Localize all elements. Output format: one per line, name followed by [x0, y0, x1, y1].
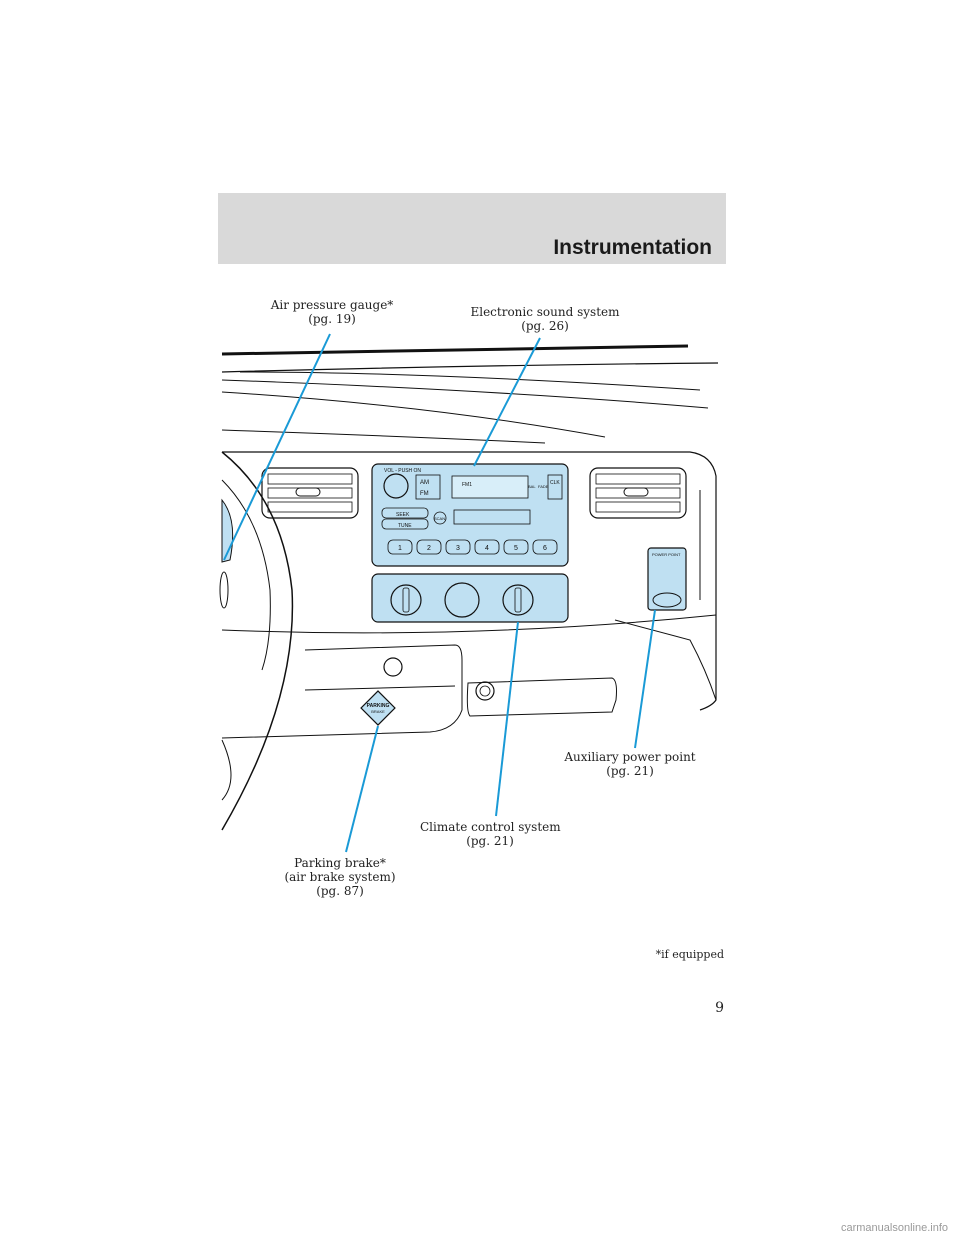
radio-tune: TUNE — [398, 523, 412, 529]
temperature-knob — [444, 582, 480, 618]
volume-knob — [383, 473, 409, 499]
leader-parking-brake — [345, 725, 379, 853]
callout-parking-brake-name: Parking brake* — [294, 856, 386, 870]
preset-button — [503, 539, 529, 555]
radio-am: AM — [420, 480, 429, 486]
section-title: Instrumentation — [553, 236, 712, 259]
callout-air-pressure-page: (pg. 19) — [308, 312, 356, 326]
radio-presets: 1 2 3 4 5 6 — [387, 539, 558, 555]
callout-climate-page: (pg. 21) — [466, 834, 514, 848]
preset-label: 1 — [398, 545, 402, 552]
callout-sound-system: Electronic sound system (pg. 26) — [460, 305, 630, 333]
power-point-housing: POWER POINT — [647, 547, 687, 611]
watermark: carmanualsonline.info — [840, 1222, 948, 1234]
radio-bal: BAL — [528, 484, 536, 489]
preset-label: 3 — [456, 545, 460, 552]
callout-sound-system-page: (pg. 26) — [521, 319, 569, 333]
callout-air-pressure-name: Air pressure gauge* — [270, 298, 394, 312]
callout-sound-system-name: Electronic sound system — [470, 305, 620, 319]
parking-knob-line1: PARKING — [367, 703, 390, 709]
mode-knob — [502, 584, 534, 616]
preset-button — [387, 539, 413, 555]
radio-unit: VOL - PUSH ON AM FM FM1 BAL FADE CLK SEE… — [371, 463, 569, 567]
radio-scan: SCAN — [434, 516, 445, 521]
callout-power-point-page: (pg. 21) — [606, 764, 654, 778]
callout-air-pressure: Air pressure gauge* (pg. 19) — [262, 298, 402, 326]
callout-climate: Climate control system (pg. 21) — [420, 820, 561, 848]
callout-power-point: Auxiliary power point (pg. 21) — [560, 750, 700, 778]
callout-parking-brake-note: (air brake system) — [284, 870, 396, 884]
page-number: 9 — [715, 1000, 724, 1016]
preset-button — [445, 539, 471, 555]
cassette-slot — [453, 509, 531, 525]
preset-button — [474, 539, 500, 555]
callout-power-point-name: Auxiliary power point — [564, 750, 696, 764]
radio-fm: FM — [420, 491, 429, 497]
radio-vol-label: VOL - PUSH ON — [384, 468, 421, 474]
preset-button — [532, 539, 558, 555]
callout-parking-brake: Parking brake* (air brake system) (pg. 8… — [275, 856, 405, 898]
preset-label: 4 — [485, 545, 489, 552]
callout-parking-brake-page: (pg. 87) — [316, 884, 364, 898]
radio-seek: SEEK — [396, 512, 410, 518]
parking-brake-knob: PARKING BRAKE — [360, 690, 396, 726]
radio-clk: CLK — [550, 480, 560, 486]
preset-label: 6 — [543, 545, 547, 552]
climate-control-unit — [371, 573, 569, 623]
preset-button — [416, 539, 442, 555]
parking-knob-line2: BRAKE — [371, 709, 385, 714]
fan-knob — [390, 584, 422, 616]
radio-fade: FADE — [538, 484, 549, 489]
footnote: *if equipped — [655, 948, 724, 961]
radio-display — [451, 475, 529, 499]
leader-sound-system — [473, 337, 541, 467]
preset-label: 5 — [514, 545, 518, 552]
radio-fm-indicator: FM1 — [462, 482, 472, 488]
leader-air-pressure — [223, 333, 331, 561]
section-header-band: Instrumentation — [218, 193, 726, 264]
preset-label: 2 — [427, 545, 431, 552]
leader-climate — [495, 621, 519, 817]
power-point-label: POWER POINT — [652, 552, 681, 557]
leader-power-point — [634, 609, 656, 749]
callout-climate-name: Climate control system — [420, 820, 561, 834]
